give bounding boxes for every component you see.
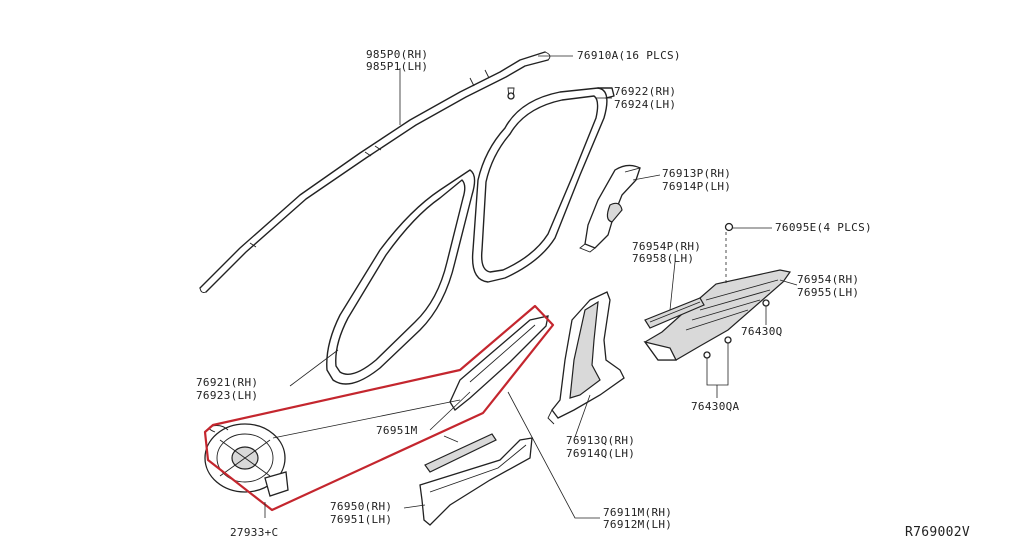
center-pillar-trim-part xyxy=(547,291,625,425)
label-76924: 76924(LH) xyxy=(614,98,676,111)
diagram-reference-code: R769002V xyxy=(905,525,970,540)
label-76951: 76951(LH) xyxy=(330,513,392,526)
label-76914P: 76914P(LH) xyxy=(662,180,731,193)
label-76921: 76921(RH) xyxy=(196,376,258,389)
roof-molding-part xyxy=(199,51,551,293)
label-76922: 76922(RH) xyxy=(614,85,676,98)
label-76950: 76950(RH) xyxy=(330,500,392,513)
label-76095E: 76095E(4 PLCS) xyxy=(775,221,872,234)
scuff-strip-part xyxy=(644,297,705,329)
label-76914Q: 76914Q(LH) xyxy=(566,447,635,460)
label-76910A: 76910A(16 PLCS) xyxy=(577,49,681,62)
front-door-weatherstrip-part xyxy=(326,169,476,385)
label-76913Q: 76913Q(RH) xyxy=(566,434,635,447)
label-985P0: 985P0(RH) xyxy=(366,48,428,61)
label-985P1: 985P1(LH) xyxy=(366,60,428,73)
label-76958: 76958(LH) xyxy=(632,252,694,265)
label-76430Q: 76430Q xyxy=(741,325,783,338)
leader-lines xyxy=(264,55,798,519)
label-76430QA: 76430QA xyxy=(691,400,740,413)
highlight-region xyxy=(203,304,555,512)
rear-door-weatherstrip-part xyxy=(471,87,615,283)
front-kicking-plate-part xyxy=(419,437,533,526)
speaker-part xyxy=(204,423,289,497)
upper-pillar-trim-part xyxy=(579,164,641,253)
label-76912M: 76912M(LH) xyxy=(603,518,672,531)
label-76954P: 76954P(RH) xyxy=(632,240,701,253)
a-pillar-trim-part xyxy=(449,315,549,411)
label-76954: 76954(RH) xyxy=(797,273,859,286)
front-scuff-strip-part xyxy=(424,433,497,473)
label-76923: 76923(LH) xyxy=(196,389,258,402)
label-76955: 76955(LH) xyxy=(797,286,859,299)
label-76951M: 76951M xyxy=(376,424,418,437)
label-76913P: 76913P(RH) xyxy=(662,167,731,180)
label-76911M: 76911M(RH) xyxy=(603,506,672,519)
label-27933C: 27933+C xyxy=(230,526,278,539)
kicking-plate-part xyxy=(643,269,792,361)
